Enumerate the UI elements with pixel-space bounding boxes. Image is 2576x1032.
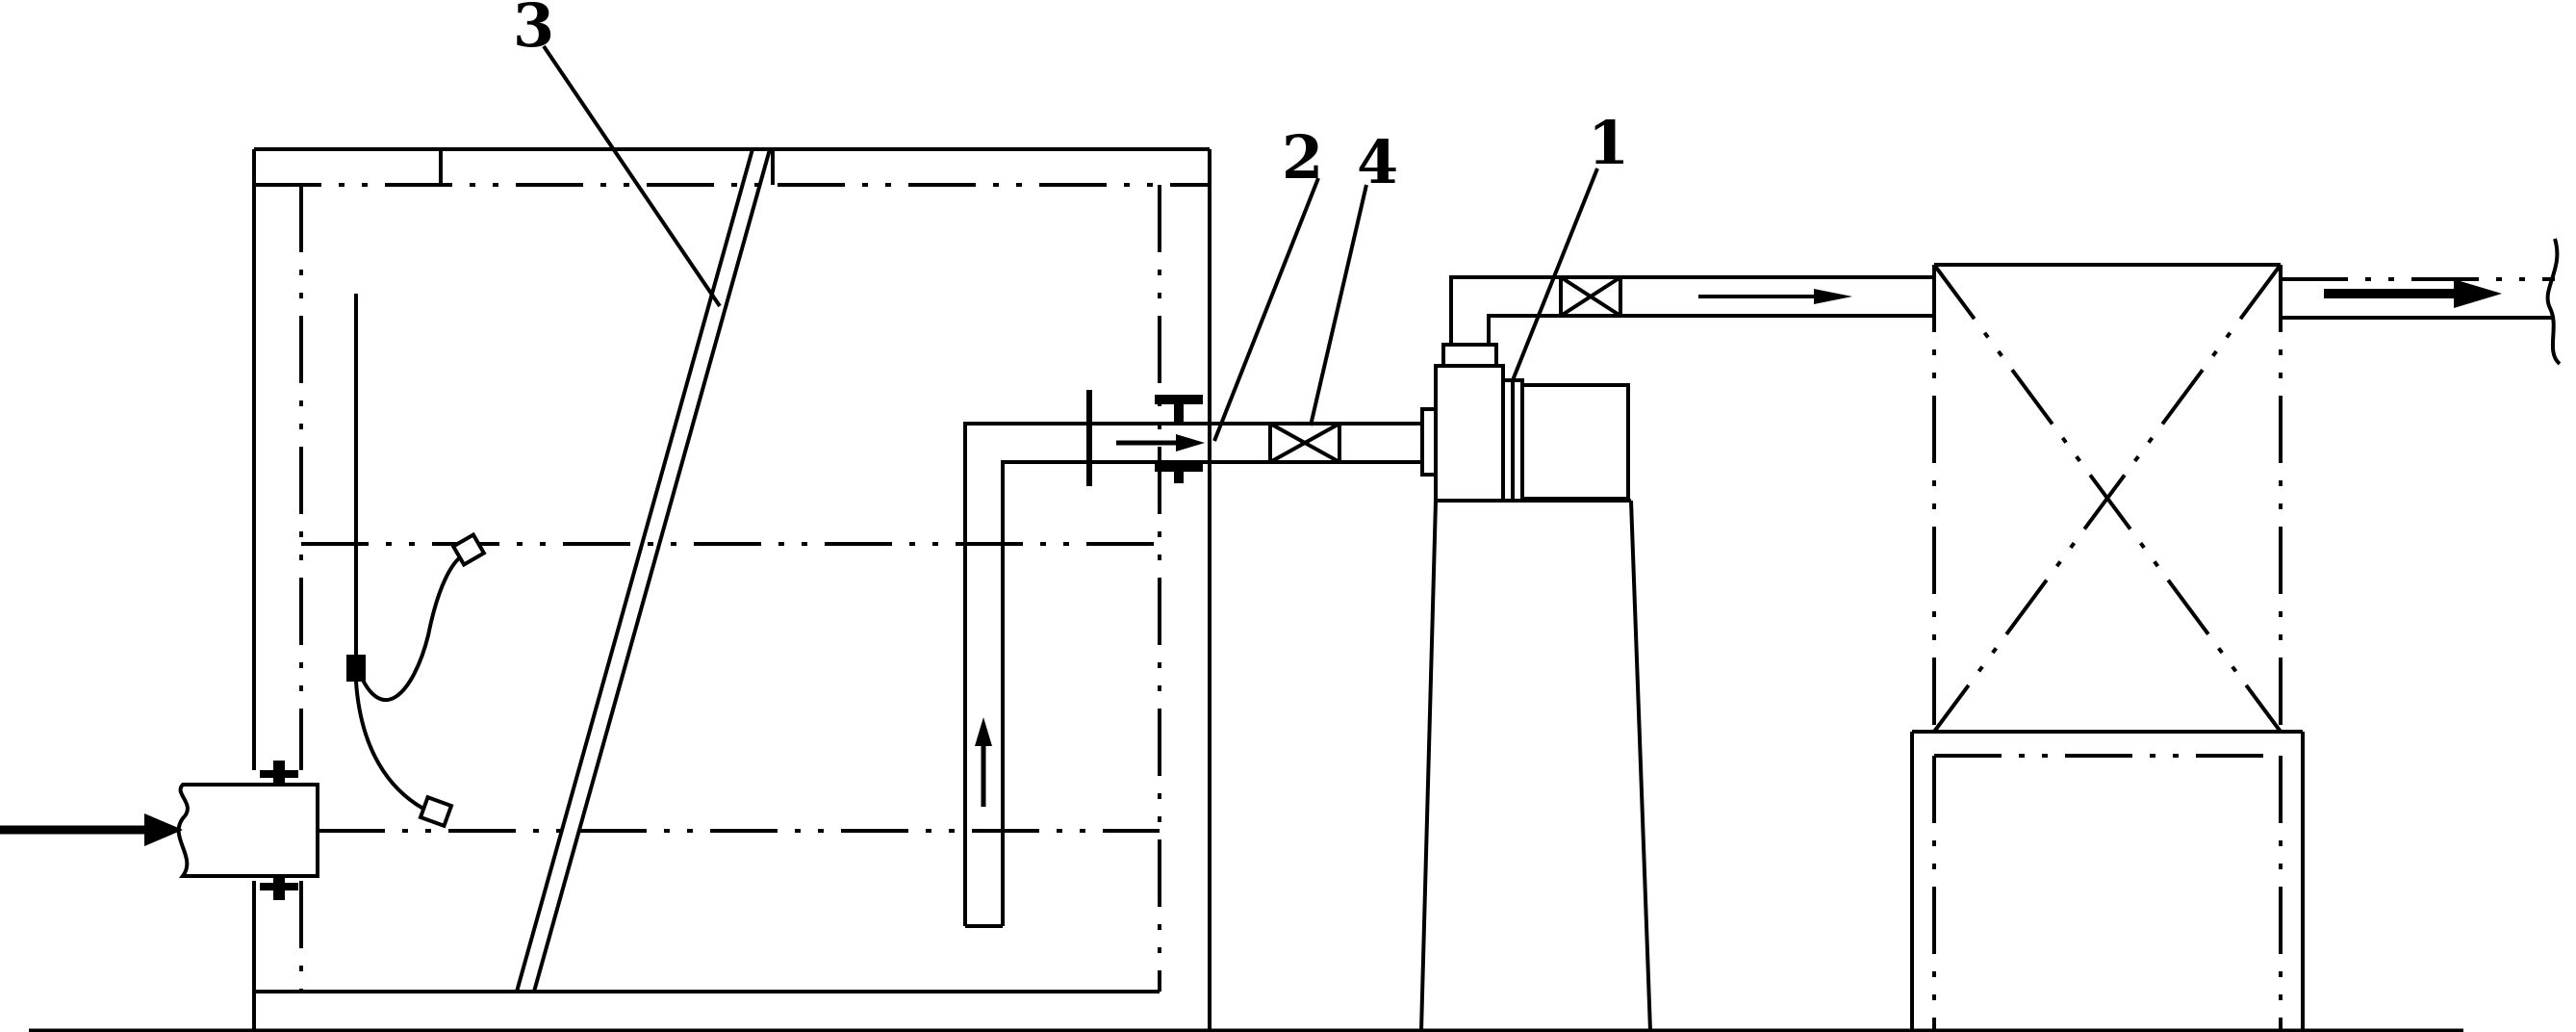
treatment-tower [1932, 263, 2283, 734]
inclined-plate [515, 148, 772, 993]
inlet-pipe [0, 761, 319, 900]
callout-1: 1 [1588, 108, 1629, 178]
pump-assembly [1434, 343, 1630, 503]
callout-3: 3 [513, 0, 554, 61]
pump-pedestal [1419, 499, 1652, 1032]
callout-leaders [542, 44, 1599, 442]
riser-pipe [963, 422, 1160, 928]
callout-4: 4 [1357, 127, 1398, 197]
sensor-probes [346, 294, 487, 829]
callout-2: 2 [1282, 122, 1323, 193]
tank-enclosure [252, 147, 1211, 1031]
tower-support [1910, 730, 2305, 1031]
discharge-pipe [1449, 275, 1934, 345]
suction-pipe [1086, 390, 1438, 486]
inlet-flow-arrow-head [144, 813, 183, 846]
exhaust-pipe [2281, 238, 2562, 366]
